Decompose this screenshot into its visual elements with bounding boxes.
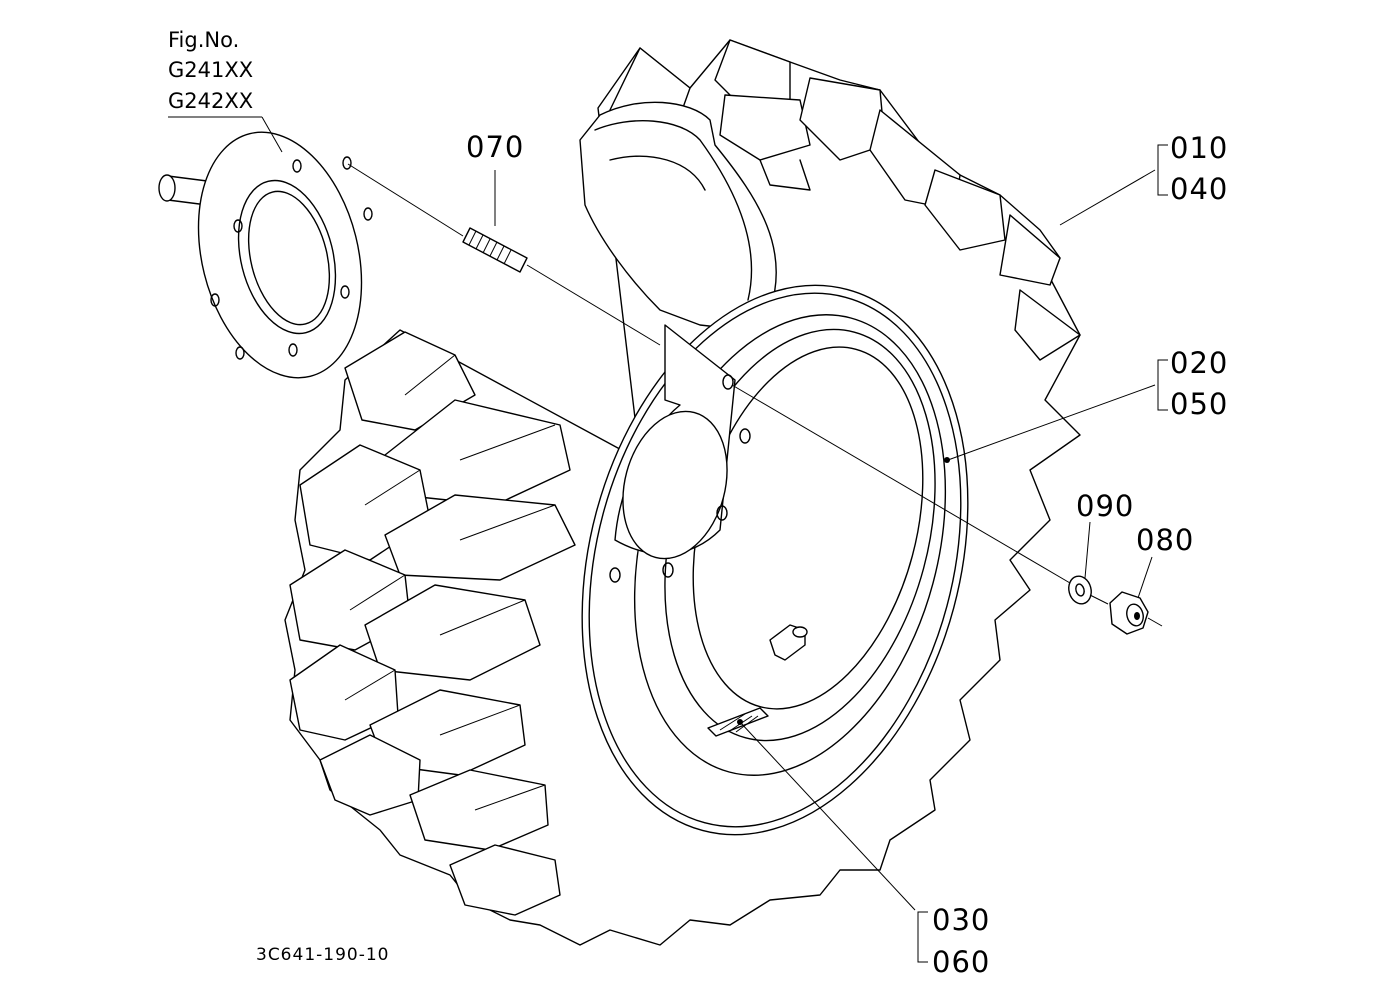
wheel-rim: [581, 284, 969, 836]
axle-hub-flange: [158, 131, 373, 379]
hex-nut: [1109, 591, 1149, 635]
callout-010: 010: [1170, 131, 1229, 165]
assembly-lines: [347, 163, 1163, 627]
callout-030: 030: [932, 903, 991, 937]
leader-lines: [168, 116, 1168, 963]
callout-020: 020: [1170, 346, 1229, 380]
callout-050: 050: [1170, 387, 1229, 421]
callout-090: 090: [1076, 489, 1135, 523]
figure-label: Fig.No.: [168, 28, 240, 52]
callout-040: 040: [1170, 172, 1229, 206]
washer: [1068, 575, 1092, 605]
callout-070: 070: [466, 130, 525, 164]
rim-bolt-holes: [609, 374, 751, 583]
tire-cutaway-section: [579, 101, 778, 331]
drawing-code: 3C641-190-10: [256, 945, 390, 965]
flange-bolt-holes: [210, 156, 373, 360]
stud-bolt: [462, 227, 528, 273]
figure-number-2: G242XX: [168, 89, 254, 113]
valve-stem: [769, 624, 808, 661]
callout-080: 080: [1136, 523, 1195, 557]
callout-060: 060: [932, 945, 991, 979]
figure-number-1: G241XX: [168, 58, 254, 82]
